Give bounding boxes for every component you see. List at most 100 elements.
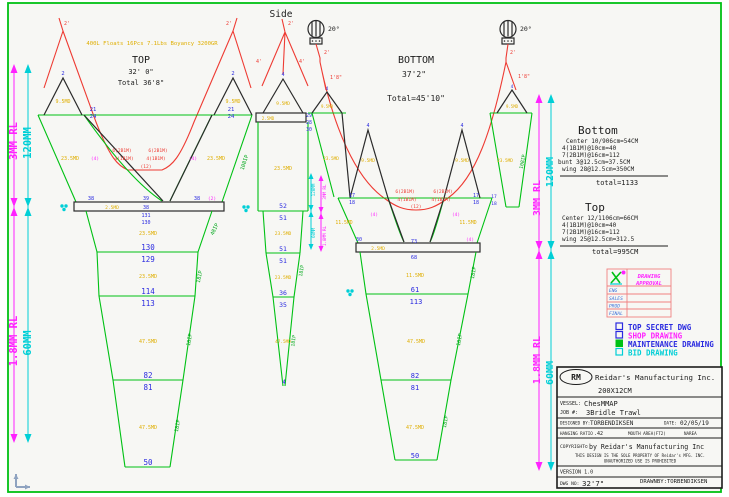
apex-count: 2 [231, 71, 234, 77]
row-count: 51 [279, 245, 287, 253]
legend-checkbox-shop[interactable] [615, 330, 624, 339]
spec-line: bunt 3@12.5cm=37.5CM [558, 159, 631, 166]
tick-label: 2' [324, 50, 330, 56]
tick-label: 4' [256, 59, 262, 65]
top-spec-block: Top Center 12/1106cm=66CM 4(1B1M)@10cm=4… [560, 201, 668, 256]
mesh-label: 9.5MD [321, 104, 334, 109]
bar-center-count: 39 [143, 196, 149, 202]
apex-count: 4 [326, 86, 329, 92]
company-logo-text: RM [571, 373, 581, 382]
legend-checkbox-top-secret[interactable] [615, 322, 624, 331]
designed-by-label: DESIGNED BY: [560, 421, 590, 426]
mesh-label: 47.5MD [406, 425, 424, 431]
left-dimension-arrows: 3MM RL 120MM 1.8MM RL 60MM [8, 64, 34, 443]
header-texts: Side 400L Floats 16Pcs 7.1Lbs Boyancy 32… [86, 9, 445, 103]
rip-label: 108IP [240, 154, 251, 171]
bottom-view-dim: 37'2" [402, 70, 426, 79]
mesh-label: 9.5MD [55, 99, 70, 105]
top-spec-total: total=995CM [592, 248, 638, 256]
net-size: 200X12CM [598, 387, 632, 395]
edge-count: 21 [90, 107, 97, 113]
spec-line: wing 25@12.5cm=312.5 [562, 236, 635, 243]
mesh-label: 9.5MD [225, 99, 240, 105]
dwg-no-value: 32'7" [582, 479, 604, 488]
bar-center-count: 68 [411, 255, 417, 261]
rip-label: 18IP [290, 335, 298, 347]
top-spec-title: Top [585, 201, 605, 214]
rip-label: 18IP [456, 333, 464, 346]
copyright-label: COPYRIGHT© [560, 444, 588, 450]
spec-line: Center 10/906cm=54CM [566, 138, 639, 145]
tick-label: 1'8" [330, 75, 342, 81]
left-panel: 2 2 9.5MD 9.5MD 21 24 21 24 23.5MD (4) (… [37, 71, 253, 468]
red-count: 6(2B1M) [395, 189, 414, 195]
row-count: 82 [143, 371, 152, 380]
spec-line: 7(2B1M)@16cm=112 [562, 229, 620, 236]
mesh-label: 2.5MD [262, 116, 275, 121]
mesh-label: 9.5MD [506, 104, 519, 109]
row-count: 50 [143, 458, 153, 467]
row-count: 52 [279, 202, 287, 210]
red-count: 4(1B1M) [114, 156, 133, 162]
legend-checkbox-maintenance[interactable] [615, 339, 623, 347]
mesh-label: 47.5MD [275, 339, 291, 345]
hang-count: (4) [466, 237, 474, 243]
bar-center-count: 130 [141, 220, 150, 226]
mm120-label: 120MM [22, 127, 34, 159]
approval-stamp: DRAWING APPROVAL ENG SALES PROD FINAL [606, 268, 672, 318]
row-count: 51 [279, 257, 287, 265]
spec-line: Center 12/1106cm=66CM [562, 215, 638, 222]
hang-count: (2) [208, 196, 216, 202]
company-logo [559, 369, 593, 385]
mesh-label: 23.5MD [274, 166, 292, 172]
tick-label: 2' [64, 21, 70, 27]
row-count: 129 [141, 255, 155, 264]
row-count: 81 [143, 383, 152, 392]
rip-label: 18IP [186, 333, 194, 346]
rl3-label-right: 3MM RL [532, 180, 543, 216]
mesh-label: 2.5MD [371, 246, 385, 252]
middle-panel: 4 9.5MD 2.5MD 29 28 30 23.5MD 52 51 23.5… [255, 72, 327, 387]
mesh-label: 23.5MD [275, 275, 292, 281]
rl18-mini-label: 1.8MM RL [322, 225, 327, 246]
drawn-by-value: DRAWNBY:TORBENDIKSEN [640, 479, 707, 485]
spec-line: 4(1B1M)@10cm=40 [562, 222, 617, 229]
mesh-label: 11.5MD [335, 220, 352, 226]
bar-center-count: 29 [306, 113, 312, 119]
mesh-label: 23.5MD [139, 231, 157, 237]
stamp-dot-icon [621, 270, 626, 275]
hanging-ratio-label: HANGING RATIO [560, 431, 593, 436]
legend-label-top-secret: TOP SECRET DWG [628, 323, 692, 332]
red-count: 6(2B1M) [112, 148, 131, 154]
legend-checkbox-bid[interactable] [615, 347, 624, 356]
row-count: 35 [279, 301, 287, 309]
mesh-label: 9.5MD [455, 158, 469, 164]
mesh-label: 23.5MD [275, 231, 292, 237]
hang-count: (4) [91, 156, 99, 162]
float-note: 400L Floats 16Pcs 7.1Lbs Boyancy 3200GR [86, 41, 218, 47]
mesh-label: 9.5MD [361, 158, 375, 164]
apex-count: 4 [460, 123, 463, 129]
mm120-label-right: 120MM [545, 157, 556, 187]
job-value: 3Bridle Trawl [586, 409, 641, 417]
mesh-label: 9.5MD [276, 101, 290, 107]
rip-label: 18IP [196, 270, 204, 283]
mm60-mini-label: 60MM [311, 227, 316, 238]
angle-label-right: 20° [520, 25, 532, 33]
rl18-label: 1.8MM RL [8, 316, 20, 367]
mesh-label: 23.5MD [497, 158, 513, 164]
red-count: 4(1B1M) [146, 156, 165, 162]
rip-label: 48IP [210, 223, 221, 237]
spec-line: wing 28@12.5cm=350CM [562, 166, 635, 173]
rl18-label-right: 1.8MM RL [532, 336, 543, 384]
edge-count: 17 [491, 194, 497, 200]
row-count: 4 [282, 379, 286, 386]
mouth-area-value: NAREA [684, 431, 697, 436]
legend-label-maintenance: MAINTENANCE DRAWING [628, 340, 714, 349]
spec-line: 7(2B1M)@16cm=112 [562, 152, 620, 159]
red-count: 6(2B1M) [433, 189, 452, 195]
job-label: JOB #: [560, 410, 578, 416]
tick-label: 4' [299, 59, 305, 65]
row-count: 114 [141, 287, 155, 296]
